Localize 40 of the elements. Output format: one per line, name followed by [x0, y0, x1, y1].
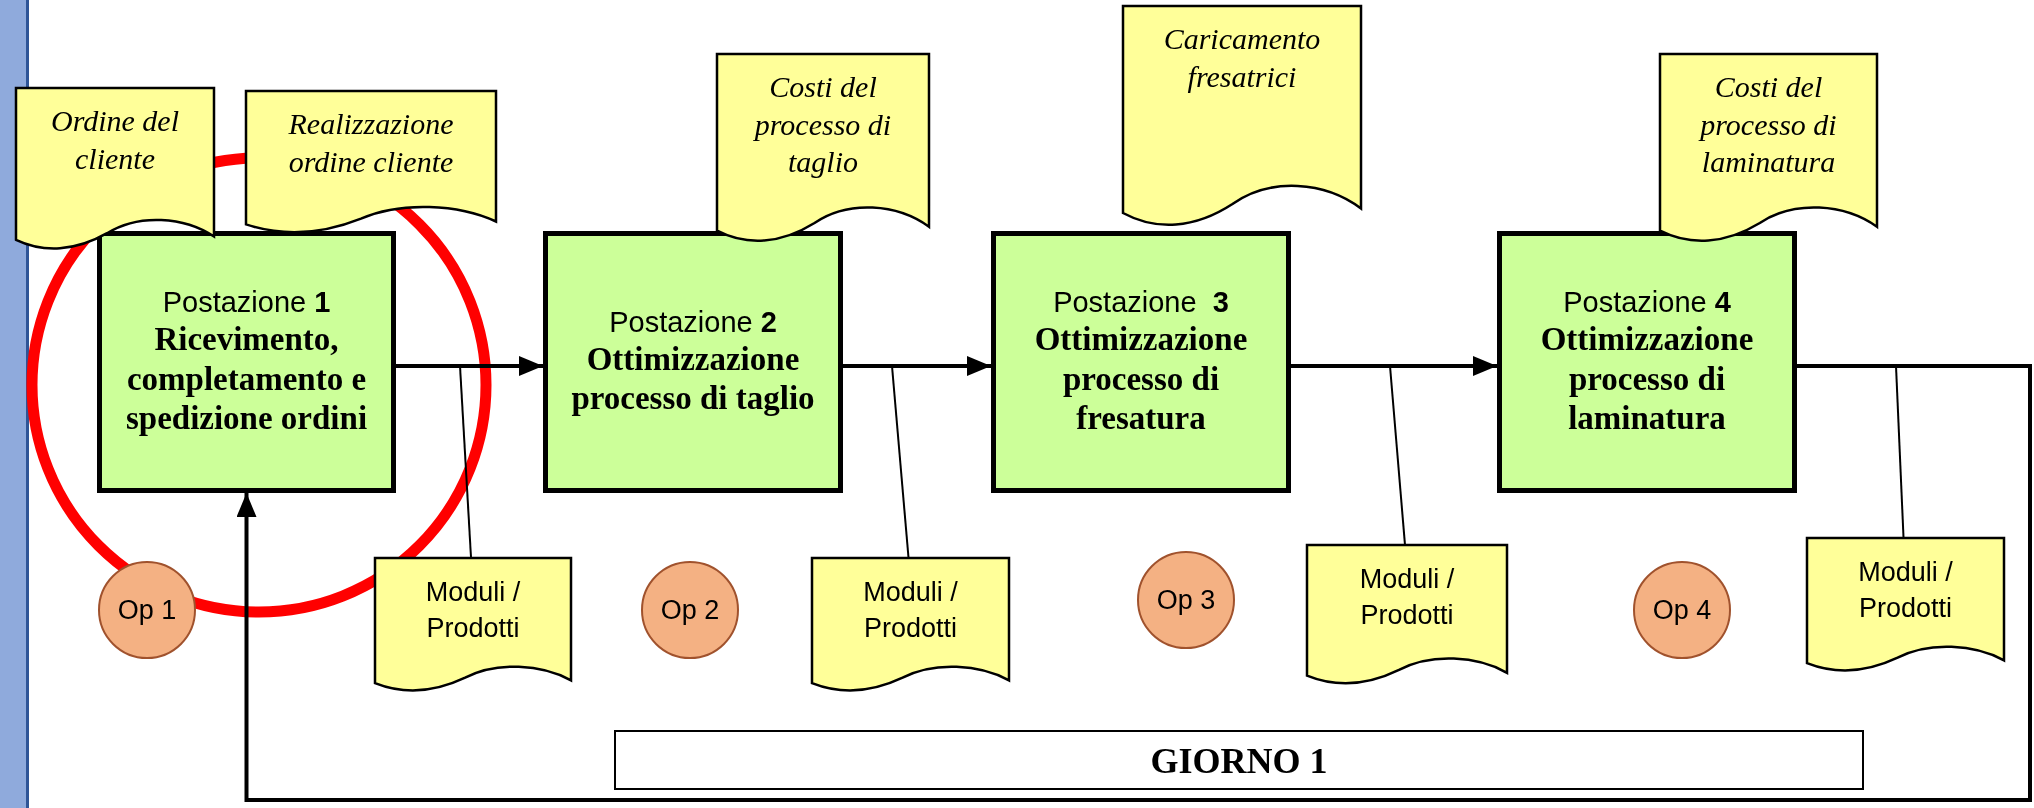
operator-label: Op 2 — [660, 594, 720, 626]
arrow — [843, 356, 991, 376]
document-text: Moduli / Prodotti — [1857, 556, 1954, 626]
station-number: Postazione 3 — [1053, 285, 1229, 320]
station-number: Postazione 1 — [162, 285, 331, 320]
document-shape — [16, 88, 214, 253]
station-title: Ottimizzazione processo di laminatura — [1539, 320, 1755, 439]
document-shape — [375, 558, 571, 694]
document-shape — [1307, 545, 1507, 687]
operator-label: Op 1 — [117, 594, 177, 626]
station-title: Ricevimento, completamento e spedizione ordini — [124, 320, 369, 439]
operator-label: Op 3 — [1156, 584, 1216, 616]
day-label: GIORNO 1 — [1150, 740, 1328, 782]
leader-line — [891, 365, 910, 559]
process-box — [991, 231, 1291, 493]
document-text: Moduli / Prodotti — [862, 576, 959, 646]
process-box — [543, 231, 843, 493]
arrow — [1291, 356, 1497, 376]
document-text: Costi del processo di laminatura — [1697, 69, 1838, 180]
document-text: Realizzazione ordine cliente — [287, 106, 455, 180]
document-shape — [812, 558, 1009, 694]
document-text: Ordine del cliente — [50, 103, 180, 177]
station-number: Postazione 4 — [1563, 285, 1731, 320]
document-text: Moduli / Prodotti — [1358, 563, 1456, 633]
day-box — [614, 730, 1864, 790]
arrow — [396, 356, 543, 376]
document-text: Caricamento fresatrici — [1162, 21, 1322, 95]
document-text: Costi del processo di taglio — [752, 69, 893, 180]
leader-line — [1895, 365, 1905, 539]
station-number: Postazione 2 — [609, 305, 777, 340]
document-text: Moduli / Prodotti — [424, 576, 522, 646]
leader-line — [459, 365, 473, 559]
operator-label: Op 4 — [1652, 594, 1712, 626]
leader-line — [1389, 365, 1406, 546]
station-title: Ottimizzazione processo di fresatura — [1033, 320, 1249, 439]
station-title: Ottimizzazione processo di taglio — [570, 339, 816, 419]
process-box — [1497, 231, 1797, 493]
arrow — [236, 364, 2032, 802]
process-box — [97, 231, 396, 493]
document-shape — [1807, 538, 2004, 674]
